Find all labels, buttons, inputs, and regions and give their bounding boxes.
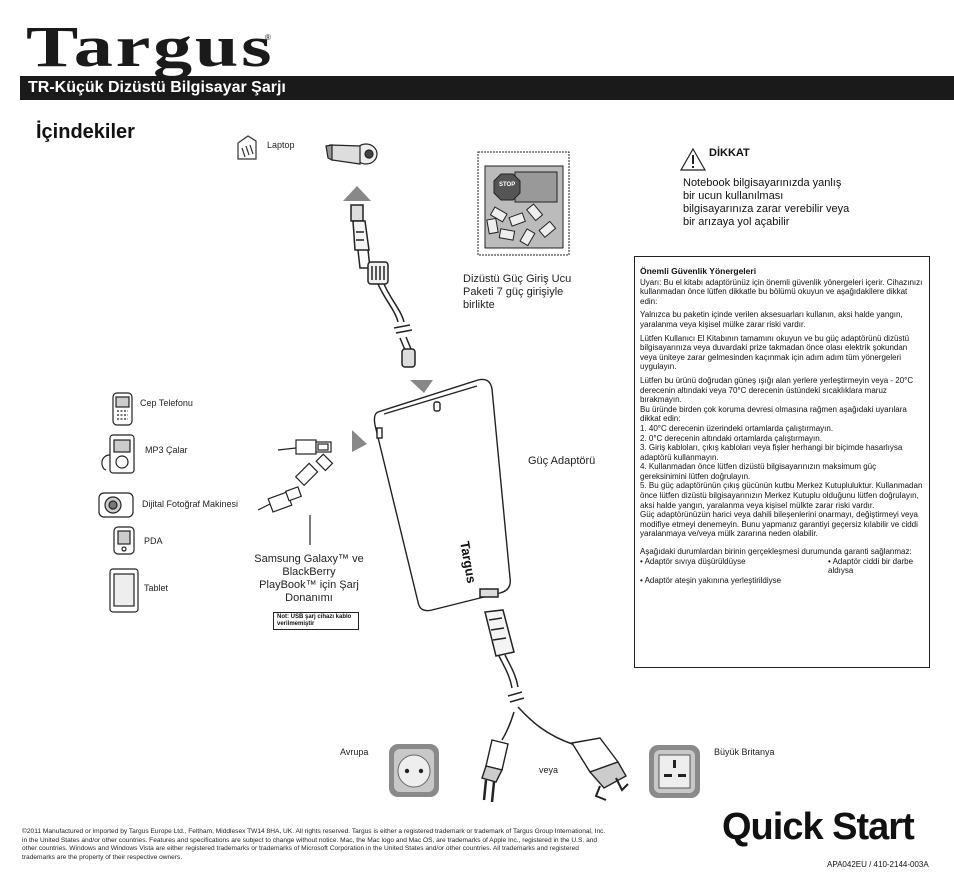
- device-label-mp3: MP3 Çalar: [145, 445, 188, 455]
- safety-bullet: • Adaptör ateşin yakınına yerleştirildiy…: [640, 575, 782, 585]
- stop-sign-label: STOP: [499, 182, 516, 188]
- ac-cable: [479, 588, 576, 746]
- usb-cables-icon: [257, 439, 334, 545]
- arrow-up-icon: [343, 186, 371, 201]
- safety-instructions: Önemli Güvenlik Yönergeleri Uyarı: Bu el…: [634, 256, 930, 668]
- device-label-phone: Cep Telefonu: [140, 398, 193, 408]
- adapter-label: Güç Adaptörü: [528, 455, 596, 467]
- uk-label: Büyük Britanya: [714, 747, 775, 757]
- safety-paragraph: Uyarı: Bu el kitabı adaptörünüz için öne…: [640, 277, 923, 306]
- uk-socket-icon: [649, 745, 700, 798]
- safety-title: Önemli Güvenlik Yönergeleri: [640, 266, 757, 276]
- tip-connector-icon: [325, 143, 378, 165]
- contents-heading: İçindekiler: [36, 121, 135, 143]
- eu-plug-icon: [481, 739, 509, 803]
- page-title: TR-Küçük Dizüstü Bilgisayar Şarjı: [20, 76, 954, 100]
- laptop-label: Laptop: [267, 140, 295, 150]
- registered-mark: ®: [265, 33, 271, 42]
- device-label-camera: Dijital Fotoğraf Makinesi: [142, 499, 239, 509]
- power-adapter-icon: [373, 378, 511, 612]
- safety-paragraph: Lütfen Kullanıcı El Kitabının tamamını o…: [640, 333, 910, 372]
- dc-cable: [350, 204, 416, 368]
- arrow-right-icon: [352, 430, 367, 452]
- safety-bullet: • Adaptör ciddi bir darbe aldıysa: [828, 556, 914, 576]
- digital-camera-icon: [98, 492, 134, 518]
- tips-pouch-icon: [477, 151, 570, 256]
- legal-footer: ©2011 Manufactured or imported by Targus…: [22, 828, 606, 861]
- safety-bullet: • Adaptör sıvıya düşürüldüyse: [640, 556, 746, 566]
- tips-pack-label: Dizüstü Güç Giriş Ucu Paketi 7 güç giriş…: [463, 273, 572, 311]
- safety-paragraph: Yalnızca bu paketin içinde verilen akses…: [640, 310, 903, 329]
- usb-charge-kit-label: Samsung Galaxy™ ve BlackBerry PlayBook™ …: [254, 553, 364, 604]
- arrow-down-icon: [410, 380, 433, 393]
- safety-paragraph: Lütfen bu ürünü doğrudan güneş ışığı ala…: [640, 375, 923, 539]
- usb-note: Not: USB şarj cihazı kablo verilmemiştir: [273, 612, 359, 630]
- pda-icon: [113, 526, 135, 555]
- laptop-icon: [237, 135, 257, 160]
- part-number: APA042EU / 410-2144-003A: [827, 860, 929, 869]
- mp3-player-icon: [101, 434, 135, 474]
- device-label-pda: PDA: [144, 536, 163, 546]
- europe-label: Avrupa: [340, 747, 369, 757]
- safety-paragraph: Aşağıdaki durumlardan birinin gerçekleşm…: [640, 547, 912, 557]
- tablet-icon: [109, 568, 139, 613]
- device-label-tablet: Tablet: [144, 583, 169, 593]
- uk-plug-icon: [570, 737, 629, 801]
- eu-socket-icon: [389, 744, 439, 797]
- warning-title: DİKKAT: [709, 147, 750, 159]
- targus-logo: Targus: [26, 14, 275, 79]
- warning-icon: [679, 147, 707, 171]
- mobile-phone-icon: [112, 392, 133, 426]
- or-label: veya: [539, 765, 559, 775]
- warning-text: Notebook bilgisayarınızda yanlış bir ucu…: [683, 177, 850, 228]
- quick-start-title: Quick Start: [722, 806, 915, 848]
